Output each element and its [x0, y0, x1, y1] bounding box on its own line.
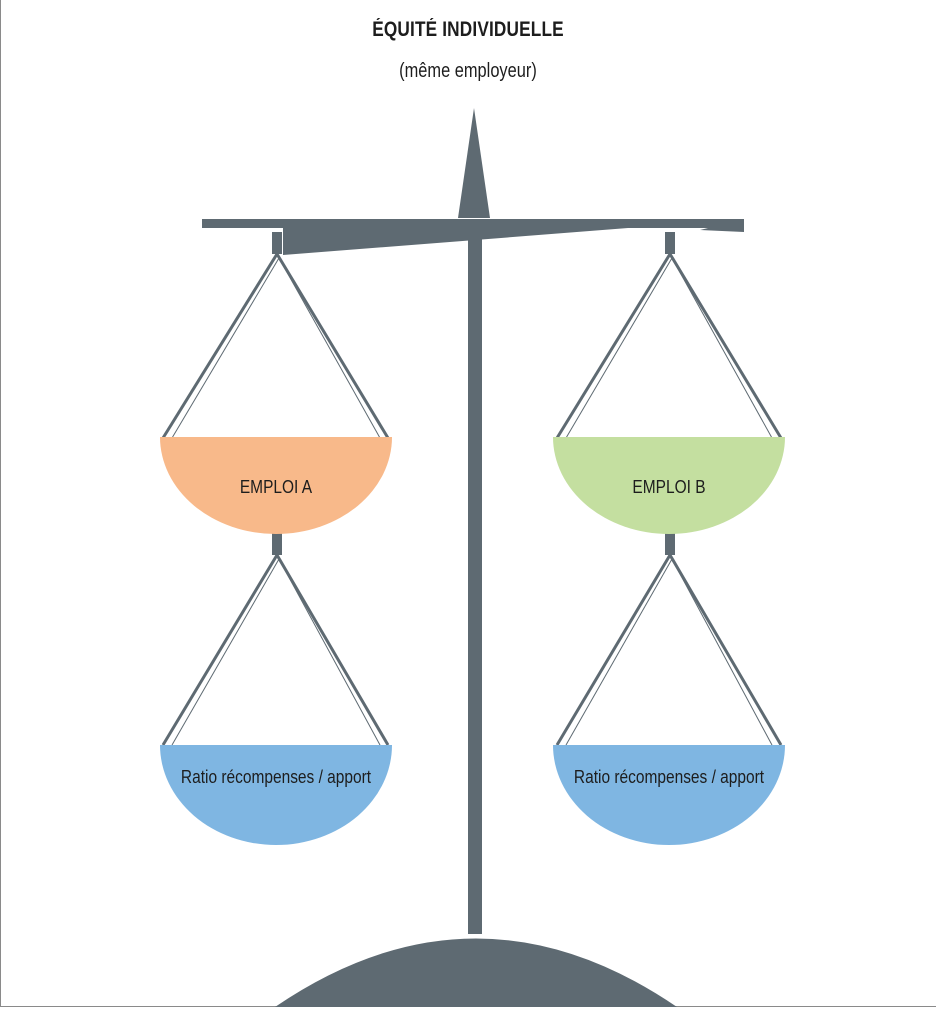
- pan-ratio-b: [553, 745, 785, 845]
- beam-right-tip: [700, 219, 744, 232]
- pan-emploi-a: [160, 437, 392, 534]
- spire: [458, 108, 490, 218]
- hook-right-mid: [665, 533, 675, 555]
- ratio-b-label: Ratio récompenses / apport: [573, 767, 765, 787]
- hook-left-top: [272, 232, 282, 254]
- emploi-b-label: EMPLOI B: [632, 477, 706, 497]
- ratio-a-label: Ratio récompenses / apport: [180, 767, 372, 787]
- pillar: [468, 222, 482, 934]
- beam-taper: [283, 219, 744, 255]
- hook-left-mid: [272, 533, 282, 555]
- pan-emploi-b: [553, 437, 785, 534]
- emploi-a-label: EMPLOI A: [239, 477, 313, 497]
- diagram-subtitle: (même employeur): [399, 60, 537, 82]
- diagram-title: ÉQUITÉ INDIVIDUELLE: [372, 18, 564, 41]
- pan-ratio-a: [160, 745, 392, 845]
- base: [275, 938, 677, 1007]
- hook-right-top: [665, 232, 675, 254]
